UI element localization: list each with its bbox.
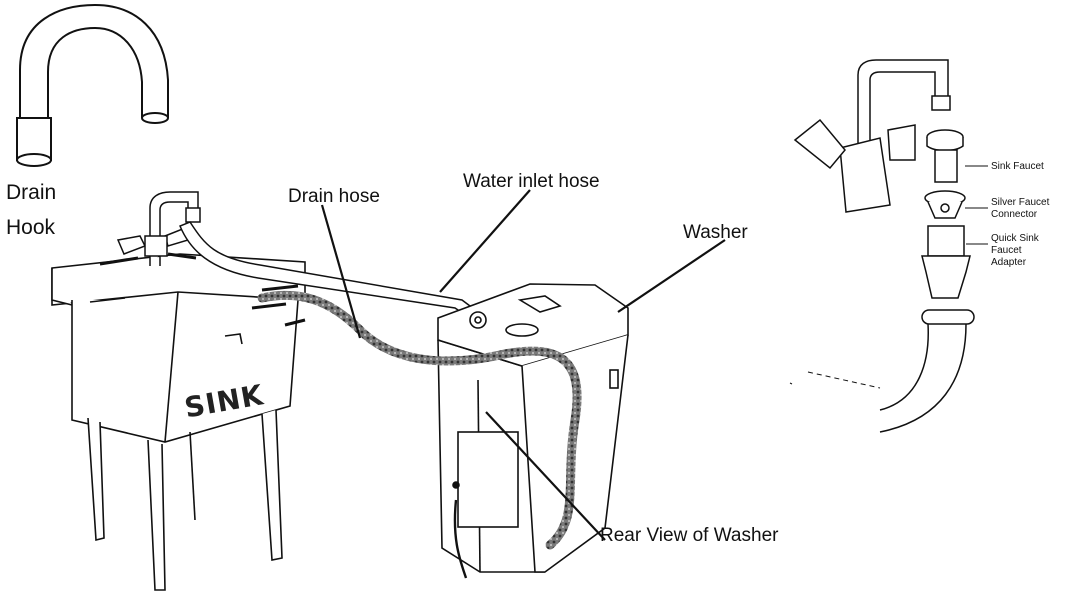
silver-faucet-connector-label-line2: Connector xyxy=(991,209,1038,220)
leader-lines xyxy=(320,189,726,541)
washer-leader xyxy=(617,239,726,313)
drain-hose-illustration xyxy=(257,290,582,550)
quick-adapter-label-line3: Adapter xyxy=(991,257,1027,268)
sink-faucet-label: Sink Faucet xyxy=(991,161,1044,172)
quick-adapter-label-line2: Faucet xyxy=(991,245,1022,256)
drain-hook-illustration xyxy=(16,3,169,167)
rear-view-label: Rear View of Washer xyxy=(600,525,779,546)
hose-clip-marks xyxy=(99,252,306,327)
drain-hose-leader xyxy=(320,204,362,339)
drain-hook-label-line2: Hook xyxy=(6,216,56,239)
washer-illustration xyxy=(437,283,629,579)
faucet-detail-leaders xyxy=(965,165,988,245)
faucet-detail-dot xyxy=(789,382,793,385)
drain-hose-label: Drain hose xyxy=(288,186,380,207)
washer-label: Washer xyxy=(683,222,748,243)
water-inlet-hose-label: Water inlet hose xyxy=(463,171,600,192)
sink-faucet-small xyxy=(116,191,201,266)
quick-adapter-label-line1: Quick Sink xyxy=(991,233,1039,244)
sink-tub-illustration xyxy=(51,253,306,591)
drain-hook-label-line1: Drain xyxy=(6,181,57,204)
faucet-detail-dashed-line xyxy=(807,371,881,389)
faucet-detail-illustration xyxy=(793,59,975,433)
rear-view-leader xyxy=(485,411,606,541)
water-inlet-hose-leader xyxy=(439,189,531,293)
silver-faucet-connector-label-line1: Silver Faucet xyxy=(991,197,1050,208)
